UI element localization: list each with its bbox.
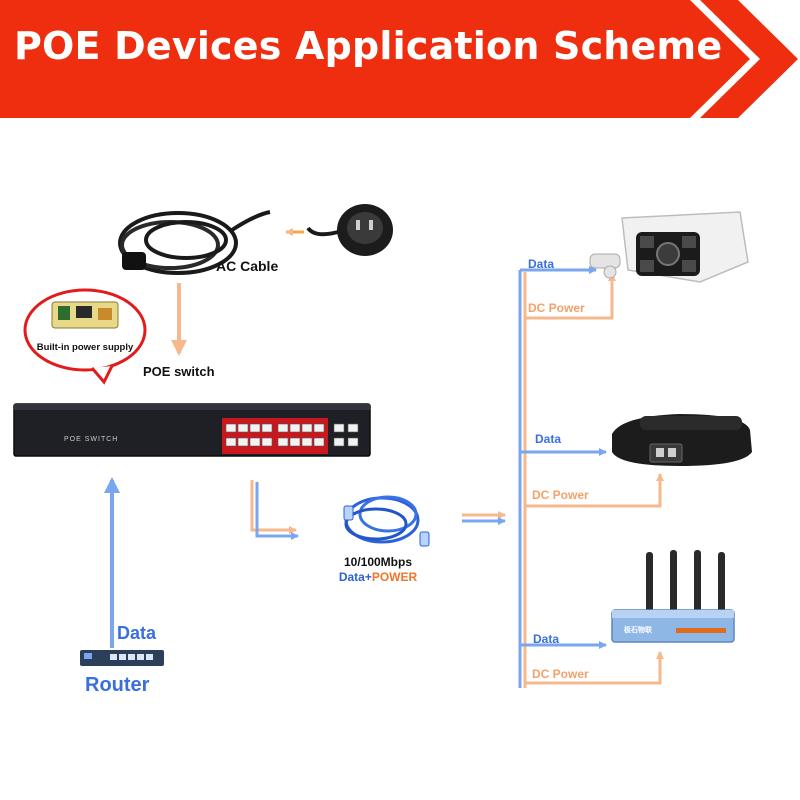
poe-port	[249, 423, 261, 433]
ac-cable-label: AC Cable	[216, 258, 278, 274]
phone-power-arrow	[525, 473, 664, 508]
camera-power-label: DC Power	[528, 301, 585, 315]
poe-port	[277, 423, 289, 433]
poe-port	[301, 423, 313, 433]
poe-port	[313, 437, 325, 447]
poe-port	[301, 437, 313, 447]
poe-switch-label: POE switch	[143, 364, 215, 379]
router-label: Router	[85, 674, 150, 696]
poe-port	[225, 423, 237, 433]
phone-data-label: Data	[535, 432, 561, 446]
network-cable-icon	[343, 495, 430, 547]
uplink-port	[333, 423, 345, 433]
poe-port	[249, 437, 261, 447]
ap-data-label: Data	[533, 632, 559, 646]
poe-port	[237, 437, 249, 447]
poe-port	[277, 437, 289, 447]
power-supply-label: Built-in power supply	[37, 342, 134, 353]
poe-port	[313, 423, 325, 433]
uplink-port	[333, 437, 345, 447]
camera-data-label: Data	[528, 257, 554, 271]
phone-power-label: DC Power	[532, 488, 589, 502]
ip-camera-icon	[589, 211, 749, 283]
poe-switch-device: POE SWITCH	[13, 403, 371, 457]
ap-power-label: DC Power	[532, 667, 589, 681]
ac-cable-icon	[118, 210, 271, 275]
ap-brand-label: 极石物联	[624, 625, 653, 634]
ap-power-arrow	[525, 651, 664, 685]
ip-phone-icon	[612, 414, 752, 466]
poe-port	[225, 437, 237, 447]
poe-port	[237, 423, 249, 433]
poe-port	[261, 437, 273, 447]
switch-ports	[225, 423, 359, 447]
power-plug-icon	[306, 204, 393, 256]
switch-data-arrow	[255, 482, 299, 540]
title-banner	[0, 0, 798, 118]
switch-power-arrow	[250, 480, 297, 534]
uplink-port	[347, 437, 359, 447]
switch-panel-label: POE SWITCH	[64, 436, 118, 443]
speed-label: 10/100Mbps	[344, 555, 412, 569]
wireless-ap-icon: 极石物联	[611, 550, 735, 643]
router-icon	[80, 650, 164, 666]
poe-port	[289, 423, 301, 433]
poe-port	[261, 423, 273, 433]
uplink-port	[347, 423, 359, 433]
power-supply-callout: Built-in power supply	[23, 288, 147, 385]
camera-power-arrow	[525, 273, 616, 320]
data-power-label: Data+POWER	[339, 570, 418, 584]
router-data-label: Data	[117, 623, 157, 643]
page-title: POE Devices Application Scheme	[14, 24, 723, 68]
poe-port	[289, 437, 301, 447]
